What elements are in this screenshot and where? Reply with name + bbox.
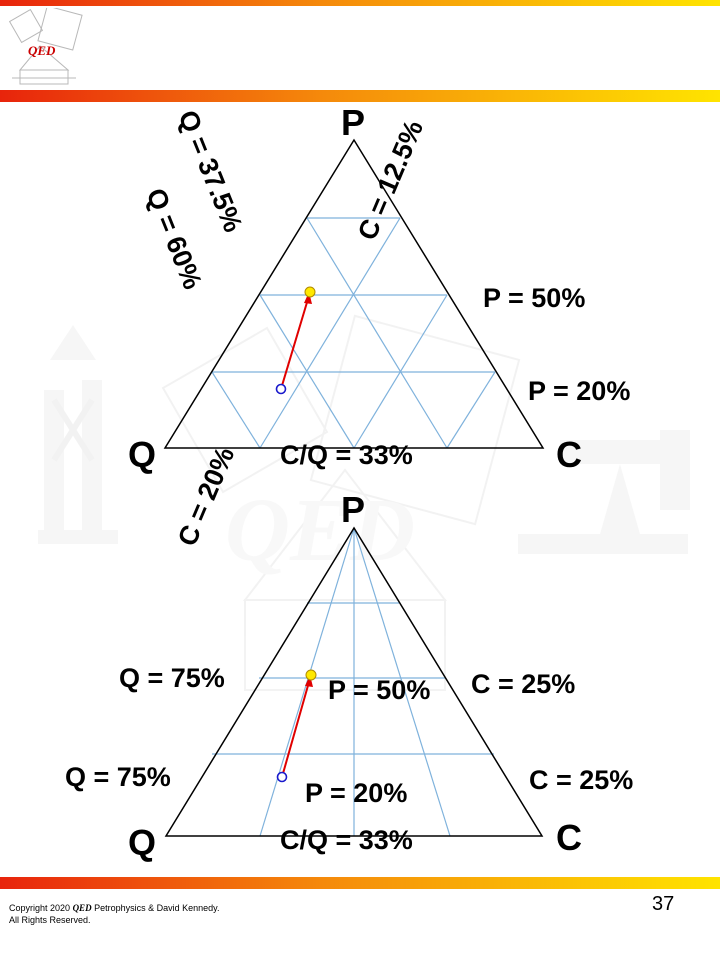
footer-accent-bar [0, 877, 720, 889]
bottom-start-point [276, 771, 288, 783]
bottom-label-cq-33: C/Q = 33% [280, 825, 413, 855]
top-apex-label-p: P [341, 102, 365, 143]
logo-text: QED [28, 43, 56, 58]
bottom-ternary-diagram: P Q C Q = 75% Q = 75% C = 25% C = 25% P … [65, 489, 633, 863]
top-triangle-outline [163, 138, 545, 449]
bottom-left-label-q: Q [128, 822, 156, 863]
top-start-point [275, 383, 287, 395]
top-label-cq-33: C/Q = 33% [280, 440, 413, 470]
top-grid-lines [211, 217, 496, 449]
bottom-label-c-25-upper: C = 25% [471, 669, 575, 699]
rights-reserved: All Rights Reserved. [9, 915, 91, 925]
top-accent-bar [0, 0, 720, 6]
bottom-apex-label-p: P [341, 489, 365, 530]
bottom-triangle-outline [164, 526, 544, 837]
top-label-q-60: Q = 60% [140, 184, 207, 293]
bottom-label-c-25-lower: C = 25% [529, 765, 633, 795]
page-number: 37 [652, 893, 675, 915]
bottom-right-label-c: C [556, 817, 582, 858]
bottom-label-p-20: P = 20% [305, 778, 407, 808]
copyright-notice: Copyright 2020 QED Petrophysics & David … [9, 902, 220, 926]
watermark-logo-text: QED [225, 481, 415, 580]
top-label-q-37-5: Q = 37.5% [172, 106, 248, 236]
top-end-point [304, 286, 316, 298]
top-right-label-c: C [556, 434, 582, 475]
copyright-prefix: Copyright 2020 [9, 903, 71, 913]
bottom-label-p-50: P = 50% [328, 675, 430, 705]
copyright-suffix: Petrophysics & David Kennedy. [94, 903, 220, 913]
bottom-label-q-75-upper: Q = 75% [119, 663, 225, 693]
bottom-label-q-75-lower: Q = 75% [65, 762, 171, 792]
top-label-p-50: P = 50% [483, 283, 585, 313]
header-accent-bar [0, 90, 720, 102]
bottom-end-point [305, 669, 317, 681]
top-left-label-q: Q [128, 434, 156, 475]
watermark-oil-rig [38, 325, 118, 544]
bottom-composition-arrow [276, 669, 317, 783]
top-label-p-20: P = 20% [528, 376, 630, 406]
watermark-qed-logo: QED [161, 314, 521, 691]
copyright-brand: QED [72, 903, 92, 913]
top-composition-arrow [275, 286, 316, 395]
qed-logo: QED [8, 8, 83, 85]
watermark-pump-jack [518, 430, 690, 554]
